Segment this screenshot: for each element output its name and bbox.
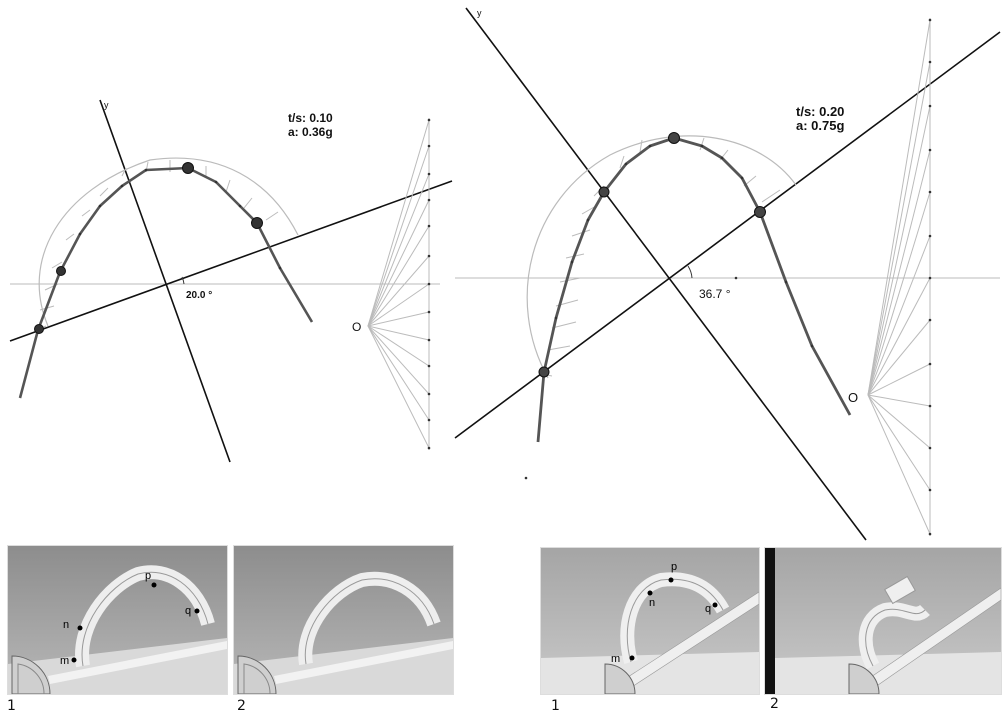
photo-left-1: p q n m xyxy=(7,545,228,695)
left-accel-label: a: 0.36g xyxy=(288,125,333,139)
photo-left-1-point-m: m xyxy=(60,655,69,667)
photo-right-2-caption: 2 xyxy=(770,696,779,712)
photo-right-1-point-p: p xyxy=(671,561,677,573)
photo-right-1: p n q m xyxy=(540,547,760,695)
right-y-label: y xyxy=(477,8,482,18)
right-curve xyxy=(536,136,852,443)
right-outer-arc xyxy=(526,135,797,379)
left-curve-beads xyxy=(58,168,282,274)
photo-left-2 xyxy=(233,545,454,695)
left-markers xyxy=(34,162,263,334)
photo-left-1-caption: 1 xyxy=(7,698,16,714)
left-y-axis xyxy=(99,99,231,463)
photo-right-2 xyxy=(764,547,1002,695)
photo-left-2-caption: 2 xyxy=(237,698,246,714)
right-fan xyxy=(867,18,931,536)
right-diagram: y 36.7 ° xyxy=(454,7,1001,541)
right-axis-tick xyxy=(734,276,738,280)
right-curve-beads xyxy=(554,144,814,348)
photo-left-1-point-n: n xyxy=(63,619,69,631)
photo-left-1-point-p: p xyxy=(145,570,151,582)
right-accel-label: a: 0.75g xyxy=(796,118,844,133)
left-origin-label: O xyxy=(352,320,361,334)
photo-right-1-point-n: n xyxy=(649,597,655,609)
left-outer-arc xyxy=(38,157,299,327)
photo-left-1-point-q: q xyxy=(185,605,191,617)
right-origin-label: O xyxy=(848,390,858,405)
photo-right-1-point-q: q xyxy=(705,603,711,615)
right-angle-arc xyxy=(687,265,693,279)
right-stray-dot xyxy=(524,476,528,480)
right-markers xyxy=(538,132,766,378)
left-angle-label: 20.0 ° xyxy=(186,290,212,301)
left-tilted-axis xyxy=(9,180,453,342)
left-diagram: y 20.0 ° xyxy=(9,99,453,463)
right-time-label: t/s: 0.20 xyxy=(796,104,844,119)
right-fan-ticks xyxy=(928,18,932,536)
right-y-axis xyxy=(465,7,867,541)
right-angle-label: 36.7 ° xyxy=(699,287,731,301)
right-hatching xyxy=(541,137,781,377)
left-angle-arc xyxy=(181,276,185,285)
photo-right-1-caption: 1 xyxy=(551,698,560,714)
left-y-label: y xyxy=(104,100,109,110)
photo-right-1-point-m: m xyxy=(611,653,620,665)
left-fan-ticks xyxy=(427,118,431,450)
left-time-label: t/s: 0.10 xyxy=(288,111,333,125)
